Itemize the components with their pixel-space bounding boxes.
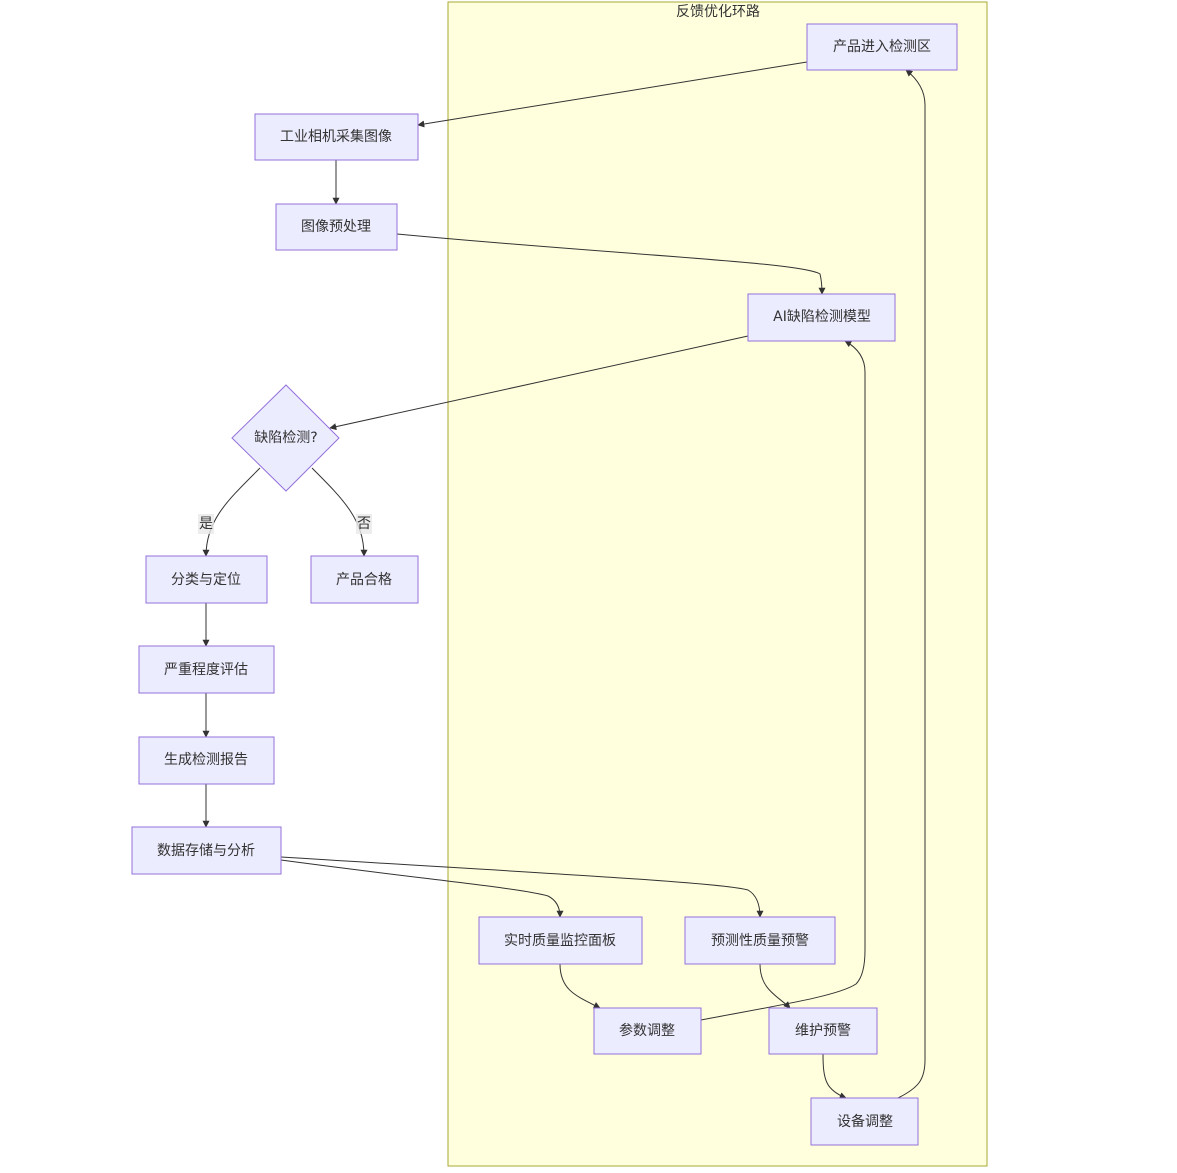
node-dashboard-label: 实时质量监控面板 (504, 933, 616, 949)
edge-param-ai (700, 340, 866, 1021)
node-predict-label: 预测性质量预警 (711, 933, 809, 949)
node-storage-label: 数据存储与分析 (157, 843, 255, 859)
node-equipment-label: 设备调整 (837, 1113, 893, 1130)
edge-predict-maintain (759, 963, 791, 1009)
edge-dashboard-param (559, 963, 601, 1009)
edge-decision-classify (202, 467, 261, 557)
cluster-title: 反馈优化环路 (676, 4, 760, 20)
node-param-label: 参数调整 (619, 1022, 675, 1039)
edge-maintain-equipment (822, 1053, 847, 1099)
feedback-loop-cluster: 反馈优化环路 (447, 1, 988, 1167)
edge-ai-decision (329, 335, 749, 431)
node-maintain-label: 维护预警 (795, 1023, 851, 1039)
node-param[interactable]: 参数调整 (593, 1007, 702, 1055)
node-decision-label: 缺陷检测? (254, 430, 317, 446)
node-decision[interactable]: 缺陷检测? (231, 384, 340, 492)
node-preprocess-label: 图像预处理 (301, 219, 371, 235)
node-storage[interactable]: 数据存储与分析 (131, 826, 282, 875)
edge-label-yes-text: 是 (199, 516, 213, 532)
edge-preprocess-ai (396, 233, 826, 295)
node-preprocess[interactable]: 图像预处理 (275, 203, 398, 251)
edges (202, 61, 926, 1099)
edge-enter-camera (417, 61, 808, 128)
node-qualified[interactable]: 产品合格 (310, 555, 419, 604)
node-qualified-label: 产品合格 (336, 572, 392, 588)
node-severity-label: 严重程度评估 (164, 662, 248, 678)
node-ai-model[interactable]: AI缺陷检测模型 (747, 293, 896, 342)
node-equipment[interactable]: 设备调整 (810, 1097, 919, 1146)
node-camera-label: 工业相机采集图像 (280, 128, 392, 145)
node-classify[interactable]: 分类与定位 (145, 555, 268, 604)
node-classify-label: 分类与定位 (171, 572, 241, 588)
edge-equipment-enter (897, 69, 926, 1099)
edge-decision-qualified (311, 467, 368, 557)
edge-storage-predict (280, 856, 764, 918)
node-report[interactable]: 生成检测报告 (138, 736, 275, 785)
edge-label-yes: 是 (198, 514, 214, 534)
node-ai-model-label: AI缺陷检测模型 (773, 309, 871, 325)
node-enter-label: 产品进入检测区 (833, 39, 931, 55)
node-predict[interactable]: 预测性质量预警 (684, 916, 836, 965)
node-camera[interactable]: 工业相机采集图像 (254, 113, 419, 161)
node-enter[interactable]: 产品进入检测区 (806, 23, 958, 71)
edge-label-no: 否 (356, 514, 372, 534)
node-dashboard[interactable]: 实时质量监控面板 (478, 916, 643, 965)
node-report-label: 生成检测报告 (164, 752, 248, 768)
node-severity[interactable]: 严重程度评估 (138, 645, 275, 694)
edge-storage-dashboard (280, 859, 564, 918)
edge-label-no-text: 否 (357, 516, 371, 532)
node-maintain[interactable]: 维护预警 (768, 1007, 878, 1055)
